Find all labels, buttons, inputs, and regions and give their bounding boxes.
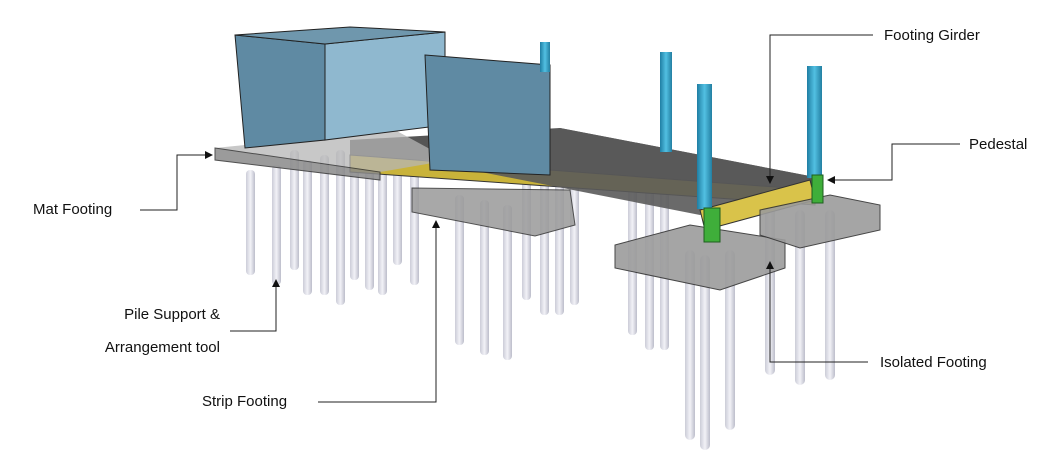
retaining-walls (234, 26, 551, 176)
label-pedestal: Pedestal (969, 136, 1028, 153)
pedestals (703, 174, 824, 243)
isolated-footings (614, 194, 881, 291)
label-pile-support-line1: Pile Support & (124, 306, 220, 323)
footing-girder-strip (349, 128, 820, 231)
label-isolated-footing: Isolated Footing (880, 354, 987, 371)
label-pile-support-line2: Arrangement tool (104, 339, 220, 356)
leader-lines (140, 34, 960, 403)
mat-footing (214, 130, 450, 181)
strip-footing (411, 187, 576, 237)
label-mat-footing: Mat Footing (33, 201, 113, 218)
piles (246, 150, 835, 450)
label-strip-footing: Strip Footing (202, 393, 288, 410)
label-footing-girder: Footing Girder (884, 27, 980, 44)
steel-columns (540, 42, 822, 209)
